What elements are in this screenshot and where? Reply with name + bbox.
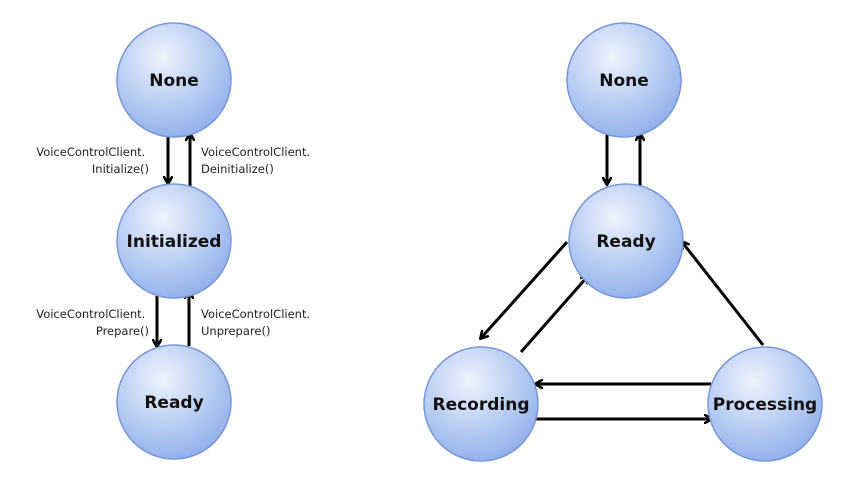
state-node-recording: Recording [423,346,539,462]
state-label-ready: Ready [144,393,203,413]
arrow-processing-to-ready [682,242,765,346]
state-node-none: None [566,22,682,138]
deinitialize-label: VoiceControlClient. Deinitialize() [201,145,314,176]
state-label-ready: Ready [596,232,655,252]
state-node-ready: Ready [116,344,232,460]
arrow-recording-to-ready [519,276,588,353]
state-label-none: None [149,71,199,91]
prepare-label: VoiceControlClient. Prepare() [36,307,149,338]
initialize-label: VoiceControlClient. Initialize() [36,145,149,176]
left-state-diagram: VoiceControlClient. Initialize() VoiceCo… [36,22,314,460]
state-label-recording: Recording [432,395,529,415]
arrow-ready-to-recording [481,240,569,338]
state-node-none: None [116,22,232,138]
unprepare-label: VoiceControlClient. Unprepare() [201,307,314,338]
state-node-ready: Ready [568,183,684,299]
state-label-none: None [599,71,649,91]
state-node-processing: Processing [707,346,823,462]
right-state-diagram: None Ready Recording Processing [423,22,823,462]
state-label-initialized: Initialized [127,232,222,252]
state-node-initialized: Initialized [116,183,232,299]
state-label-processing: Processing [713,395,817,415]
